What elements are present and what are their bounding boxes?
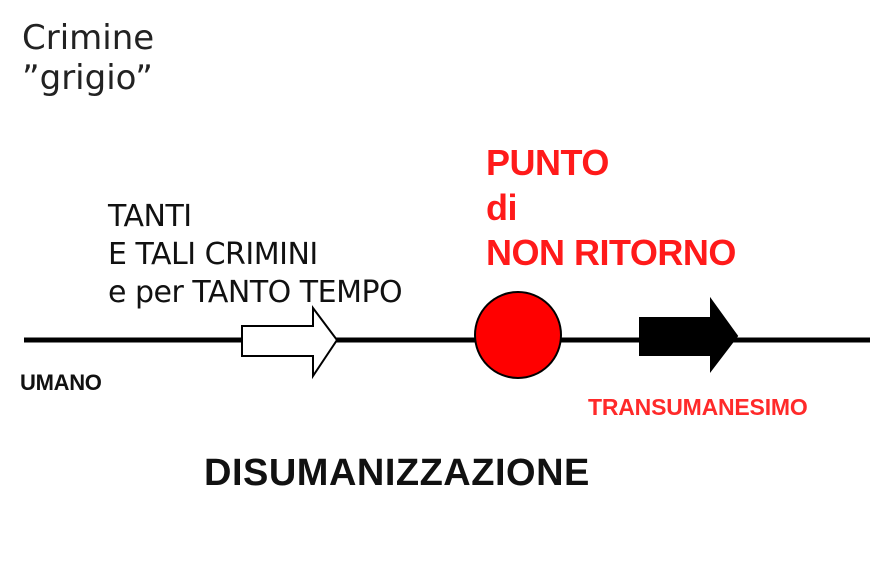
process-label: DISUMANIZZAZIONE [204,452,590,494]
end-label: TRANSUMANESIMO [588,394,808,420]
point-line-1: PUNTO [486,142,609,183]
point-of-no-return-caption: PUNTO di NON RITORNO [486,140,736,275]
diagram-title: Crimine ”grigio” [22,18,154,98]
title-line-1: Crimine [22,18,155,58]
crimes-line-2: E TALI CRIMINI [108,237,318,272]
hollow-arrow [241,305,339,380]
point-line-2: di [486,187,517,228]
point-line-3: NON RITORNO [486,232,736,273]
point-of-no-return-circle [474,291,562,379]
crimes-caption: TANTI E TALI CRIMINI e per TANTO TEMPO [108,198,403,312]
solid-arrow [639,296,739,373]
crimes-line-3: e per TANTO TEMPO [108,275,403,310]
crimes-line-1: TANTI [108,199,192,234]
title-line-2: ”grigio” [22,58,153,98]
start-label: UMANO [20,370,102,395]
